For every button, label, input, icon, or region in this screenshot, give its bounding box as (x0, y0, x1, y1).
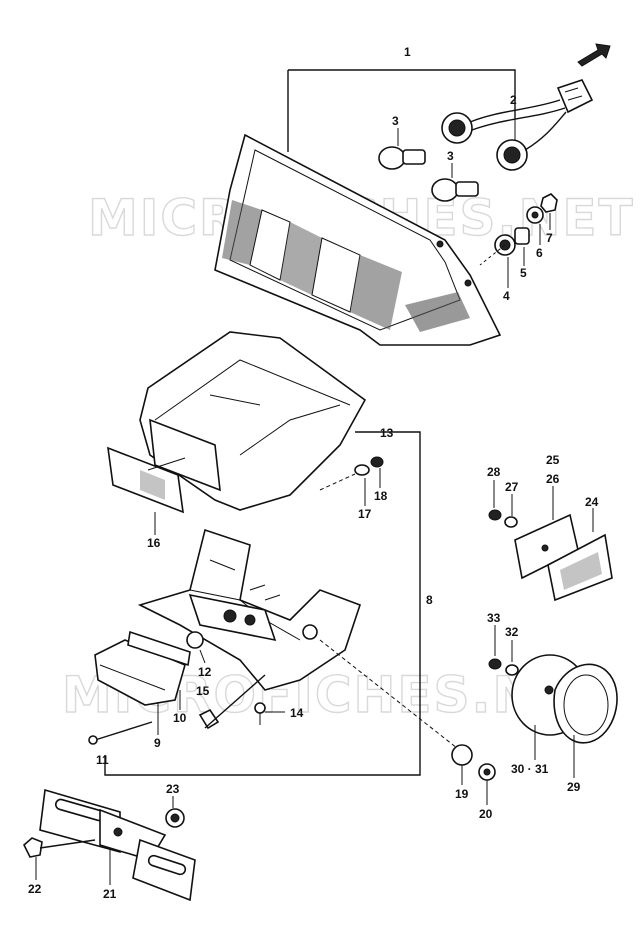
label-3b: 3 (447, 149, 454, 163)
label-27: 27 (505, 480, 519, 494)
reflector-16 (107, 446, 184, 514)
nut-18 (370, 456, 384, 468)
front-direction-arrow-icon (577, 43, 611, 67)
label-32: 32 (505, 625, 519, 639)
label-18: 18 (374, 489, 388, 503)
label-4: 4 (503, 289, 510, 303)
label-14: 14 (290, 706, 304, 720)
label-11: 11 (96, 753, 109, 767)
label-13: 13 (380, 426, 394, 440)
label-6: 6 (536, 246, 543, 260)
nut-23 (165, 808, 185, 828)
label-9: 9 (154, 736, 161, 750)
label-12: 12 (198, 665, 212, 679)
washer-32 (505, 664, 519, 676)
label-7: 7 (546, 231, 553, 245)
grommet-19 (451, 744, 473, 766)
screw-11 (88, 721, 153, 745)
nut-33 (488, 658, 502, 670)
nut-7 (540, 193, 558, 213)
nut-28 (488, 509, 502, 521)
bolt-22 (23, 837, 96, 858)
bulb-12 (186, 631, 204, 649)
label-22: 22 (28, 882, 42, 896)
label-26: 26 (546, 472, 560, 486)
lamp-socket-harness (441, 79, 594, 171)
rear-combination-lamp (214, 133, 502, 346)
label-15: 15 (196, 684, 210, 698)
tail-cover (139, 331, 367, 511)
label-10: 10 (173, 711, 187, 725)
bulb-lower (431, 178, 479, 202)
label-29: 29 (567, 780, 581, 794)
label-8: 8 (426, 593, 433, 607)
washer-17 (354, 464, 370, 476)
license-lamp (94, 630, 191, 706)
label-25: 25 (546, 453, 560, 467)
label-30-31: 30 · 31 (511, 762, 549, 776)
bulb-upper (378, 146, 426, 170)
label-20: 20 (479, 807, 493, 821)
washer-27 (504, 516, 518, 528)
clip-15 (198, 708, 220, 730)
callout-labels: 1 2 3 3 4 5 6 7 8 9 10 11 12 13 14 15 16… (28, 45, 599, 901)
leader-1 (287, 69, 516, 152)
side-reflector-assembly (514, 513, 613, 602)
label-5: 5 (520, 266, 527, 280)
washer-6 (526, 206, 544, 224)
leader-8 (104, 431, 421, 776)
leader-lines (35, 105, 594, 885)
label-21: 21 (103, 887, 117, 901)
label-3a: 3 (392, 114, 399, 128)
label-2: 2 (510, 93, 517, 107)
screw-14 (254, 702, 266, 725)
collar-20 (478, 763, 496, 781)
label-1: 1 (404, 45, 411, 59)
license-plate-bracket (39, 788, 196, 902)
spacer-5 (514, 227, 530, 245)
label-16: 16 (147, 536, 161, 550)
label-28: 28 (487, 465, 501, 479)
label-19: 19 (455, 787, 469, 801)
label-17: 17 (358, 507, 372, 521)
label-23: 23 (166, 782, 180, 796)
label-24: 24 (585, 495, 599, 509)
license-lamp-bracket (137, 528, 362, 691)
round-signal-lamp (511, 654, 618, 744)
label-33: 33 (487, 611, 501, 625)
